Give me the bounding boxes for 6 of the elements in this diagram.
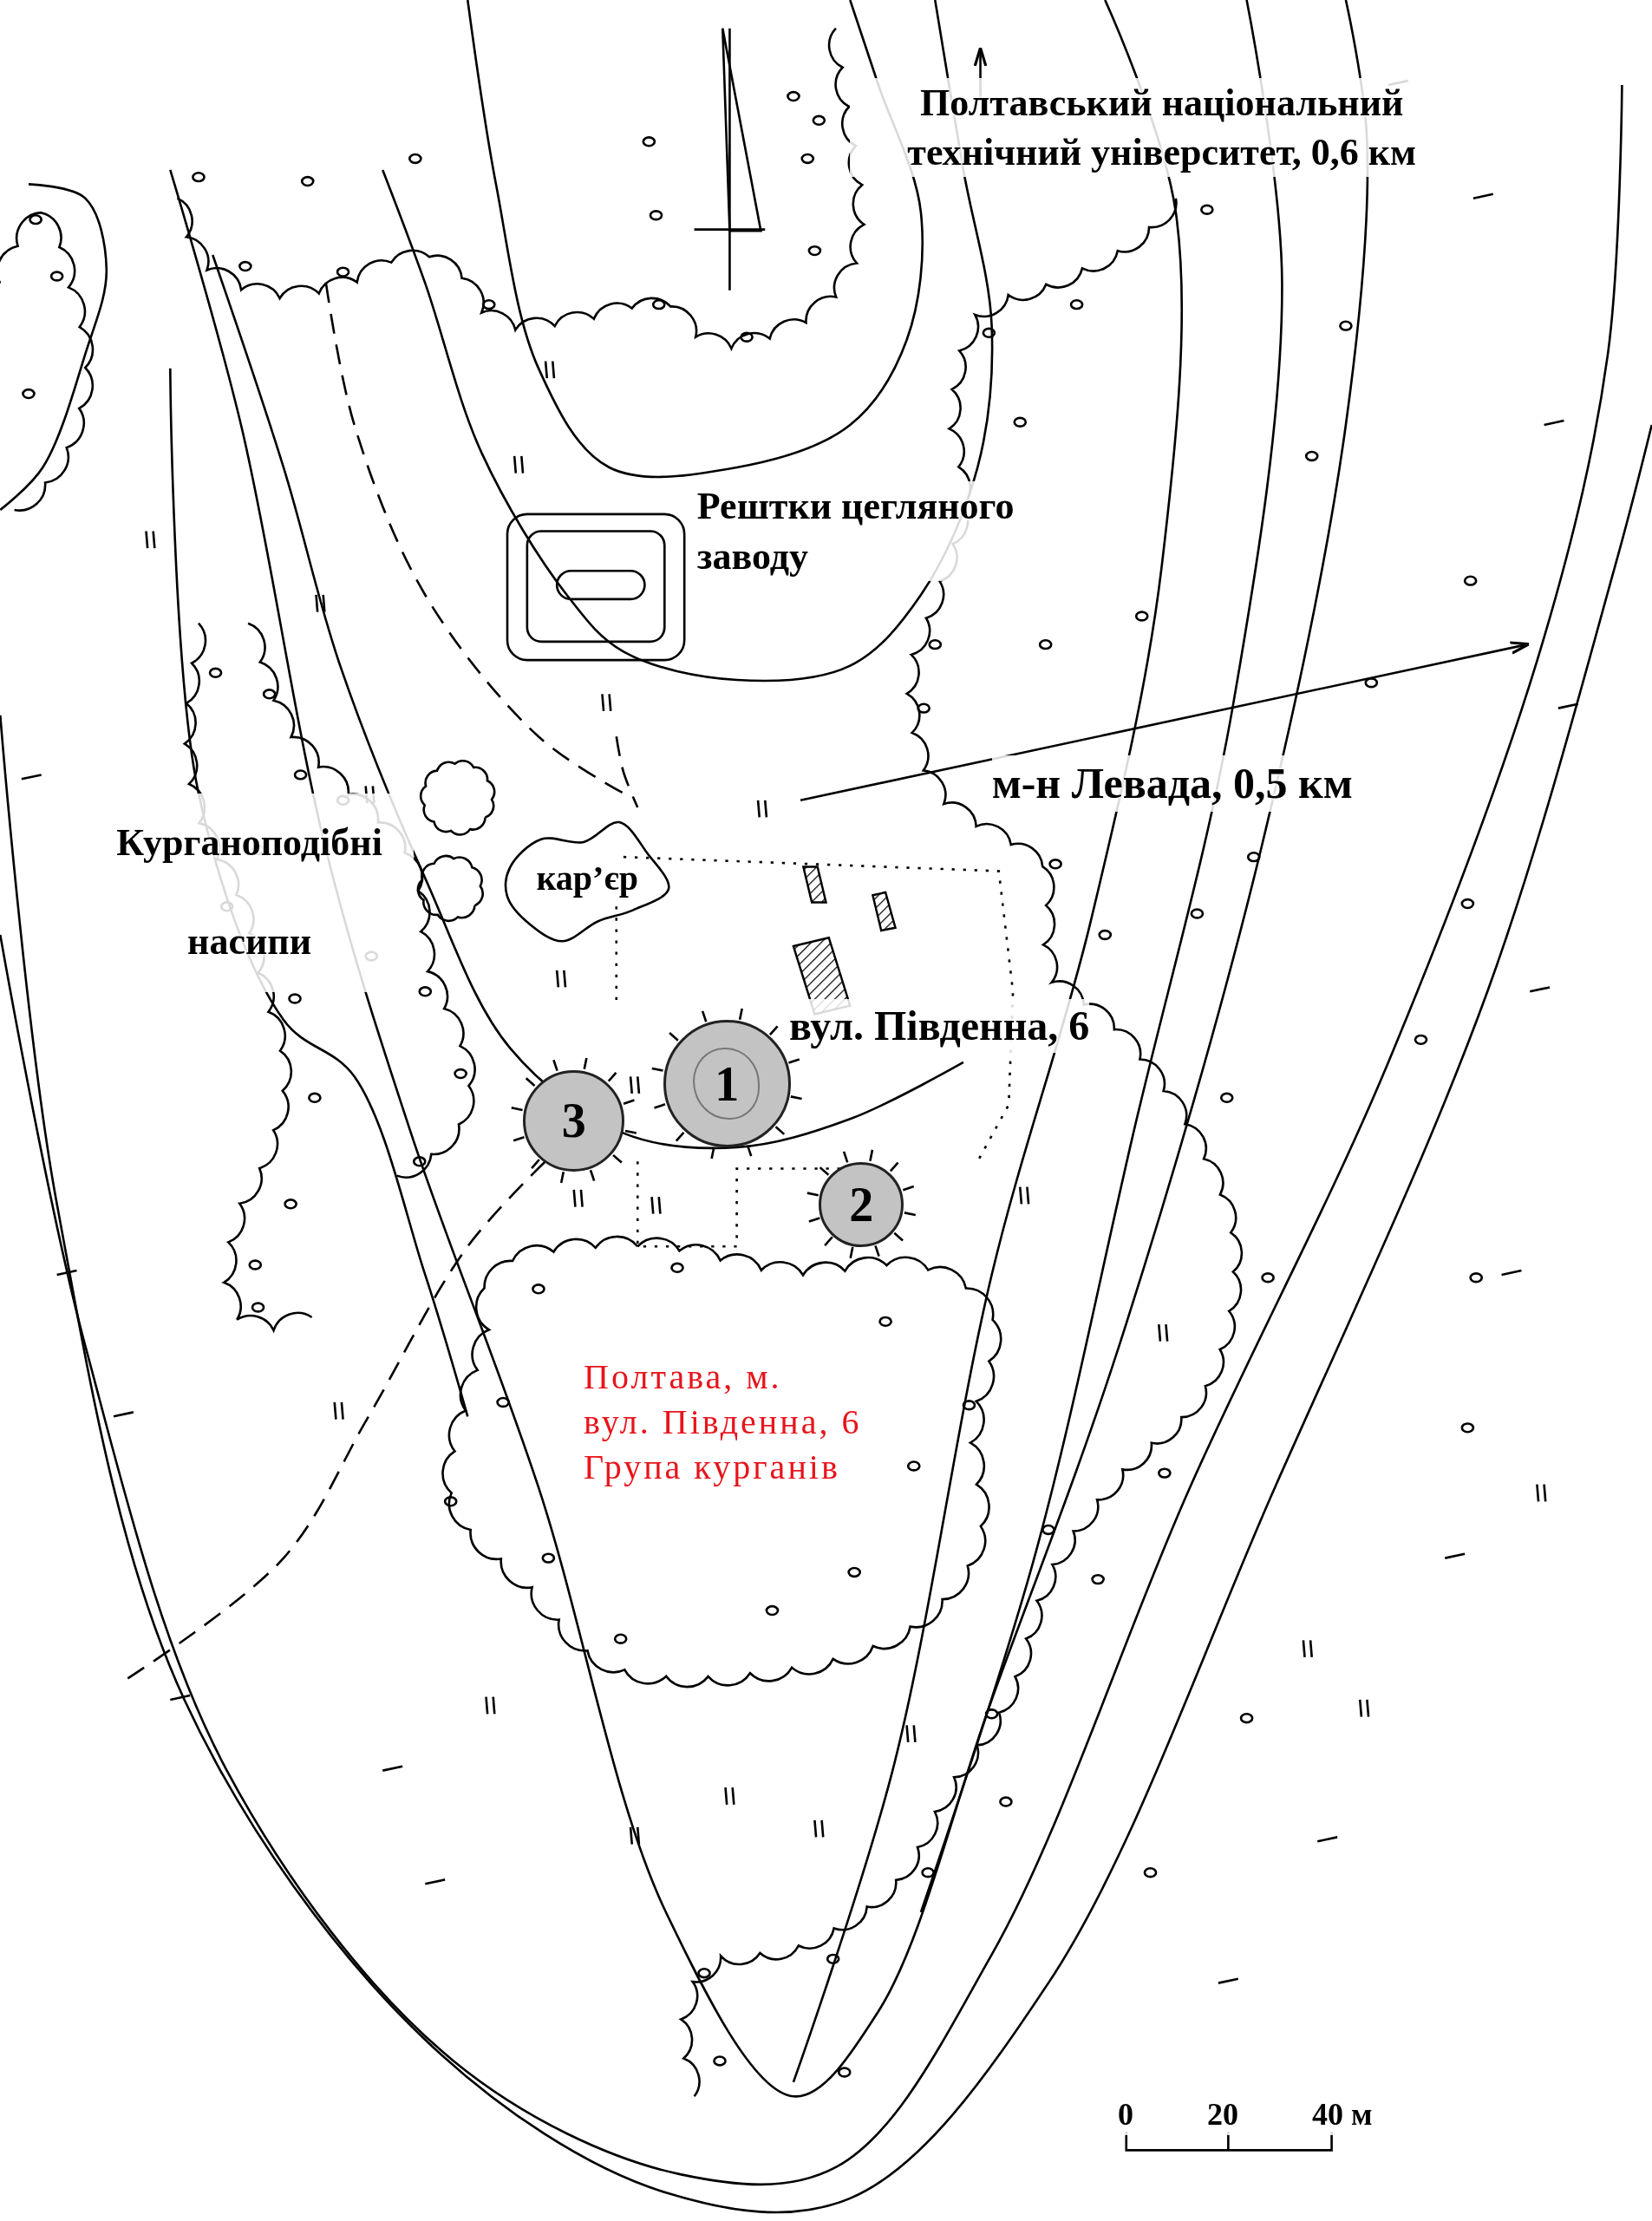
quarry-label: кар’єр (536, 858, 638, 899)
address-label: вул. Південна, 6 (789, 998, 1090, 1054)
burial-mound: 3 (522, 1069, 625, 1173)
burial-mound: 1 (663, 1020, 791, 1148)
burial-mound: 2 (819, 1161, 904, 1247)
place-label: м-н Левада, 0,5 км (991, 754, 1353, 812)
